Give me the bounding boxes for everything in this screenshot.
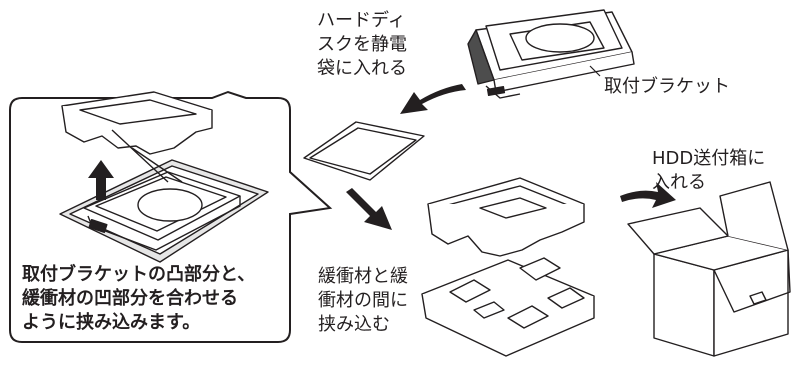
bracket-leader — [589, 65, 601, 77]
callout-illustration — [59, 91, 269, 263]
arrow-to-box-icon — [620, 182, 676, 208]
hdd-box-step-label: HDD送付箱に 入れる — [652, 148, 766, 193]
lift-arrow-icon — [88, 160, 114, 200]
hdd-with-bracket — [467, 9, 635, 99]
arrow-to-bag-icon — [400, 84, 466, 114]
hdd-shipping-box — [627, 181, 791, 357]
arrow-to-cushion-icon — [346, 188, 392, 230]
bracket-label: 取付ブラケット — [604, 76, 730, 97]
lower-cushion — [421, 257, 595, 357]
bag-step-label: ハードディ スクを静電 袋に入れる — [317, 10, 407, 79]
upper-cushion — [427, 177, 585, 257]
cushion-step-label: 緩衝材と緩 衝材の間に 挟み込む — [318, 266, 408, 335]
callout-text: 取付ブラケットの凸部分と、 緩衝材の凹部分を合わせる ように挟み込みます。 — [22, 264, 256, 333]
antistatic-bag — [303, 121, 425, 181]
